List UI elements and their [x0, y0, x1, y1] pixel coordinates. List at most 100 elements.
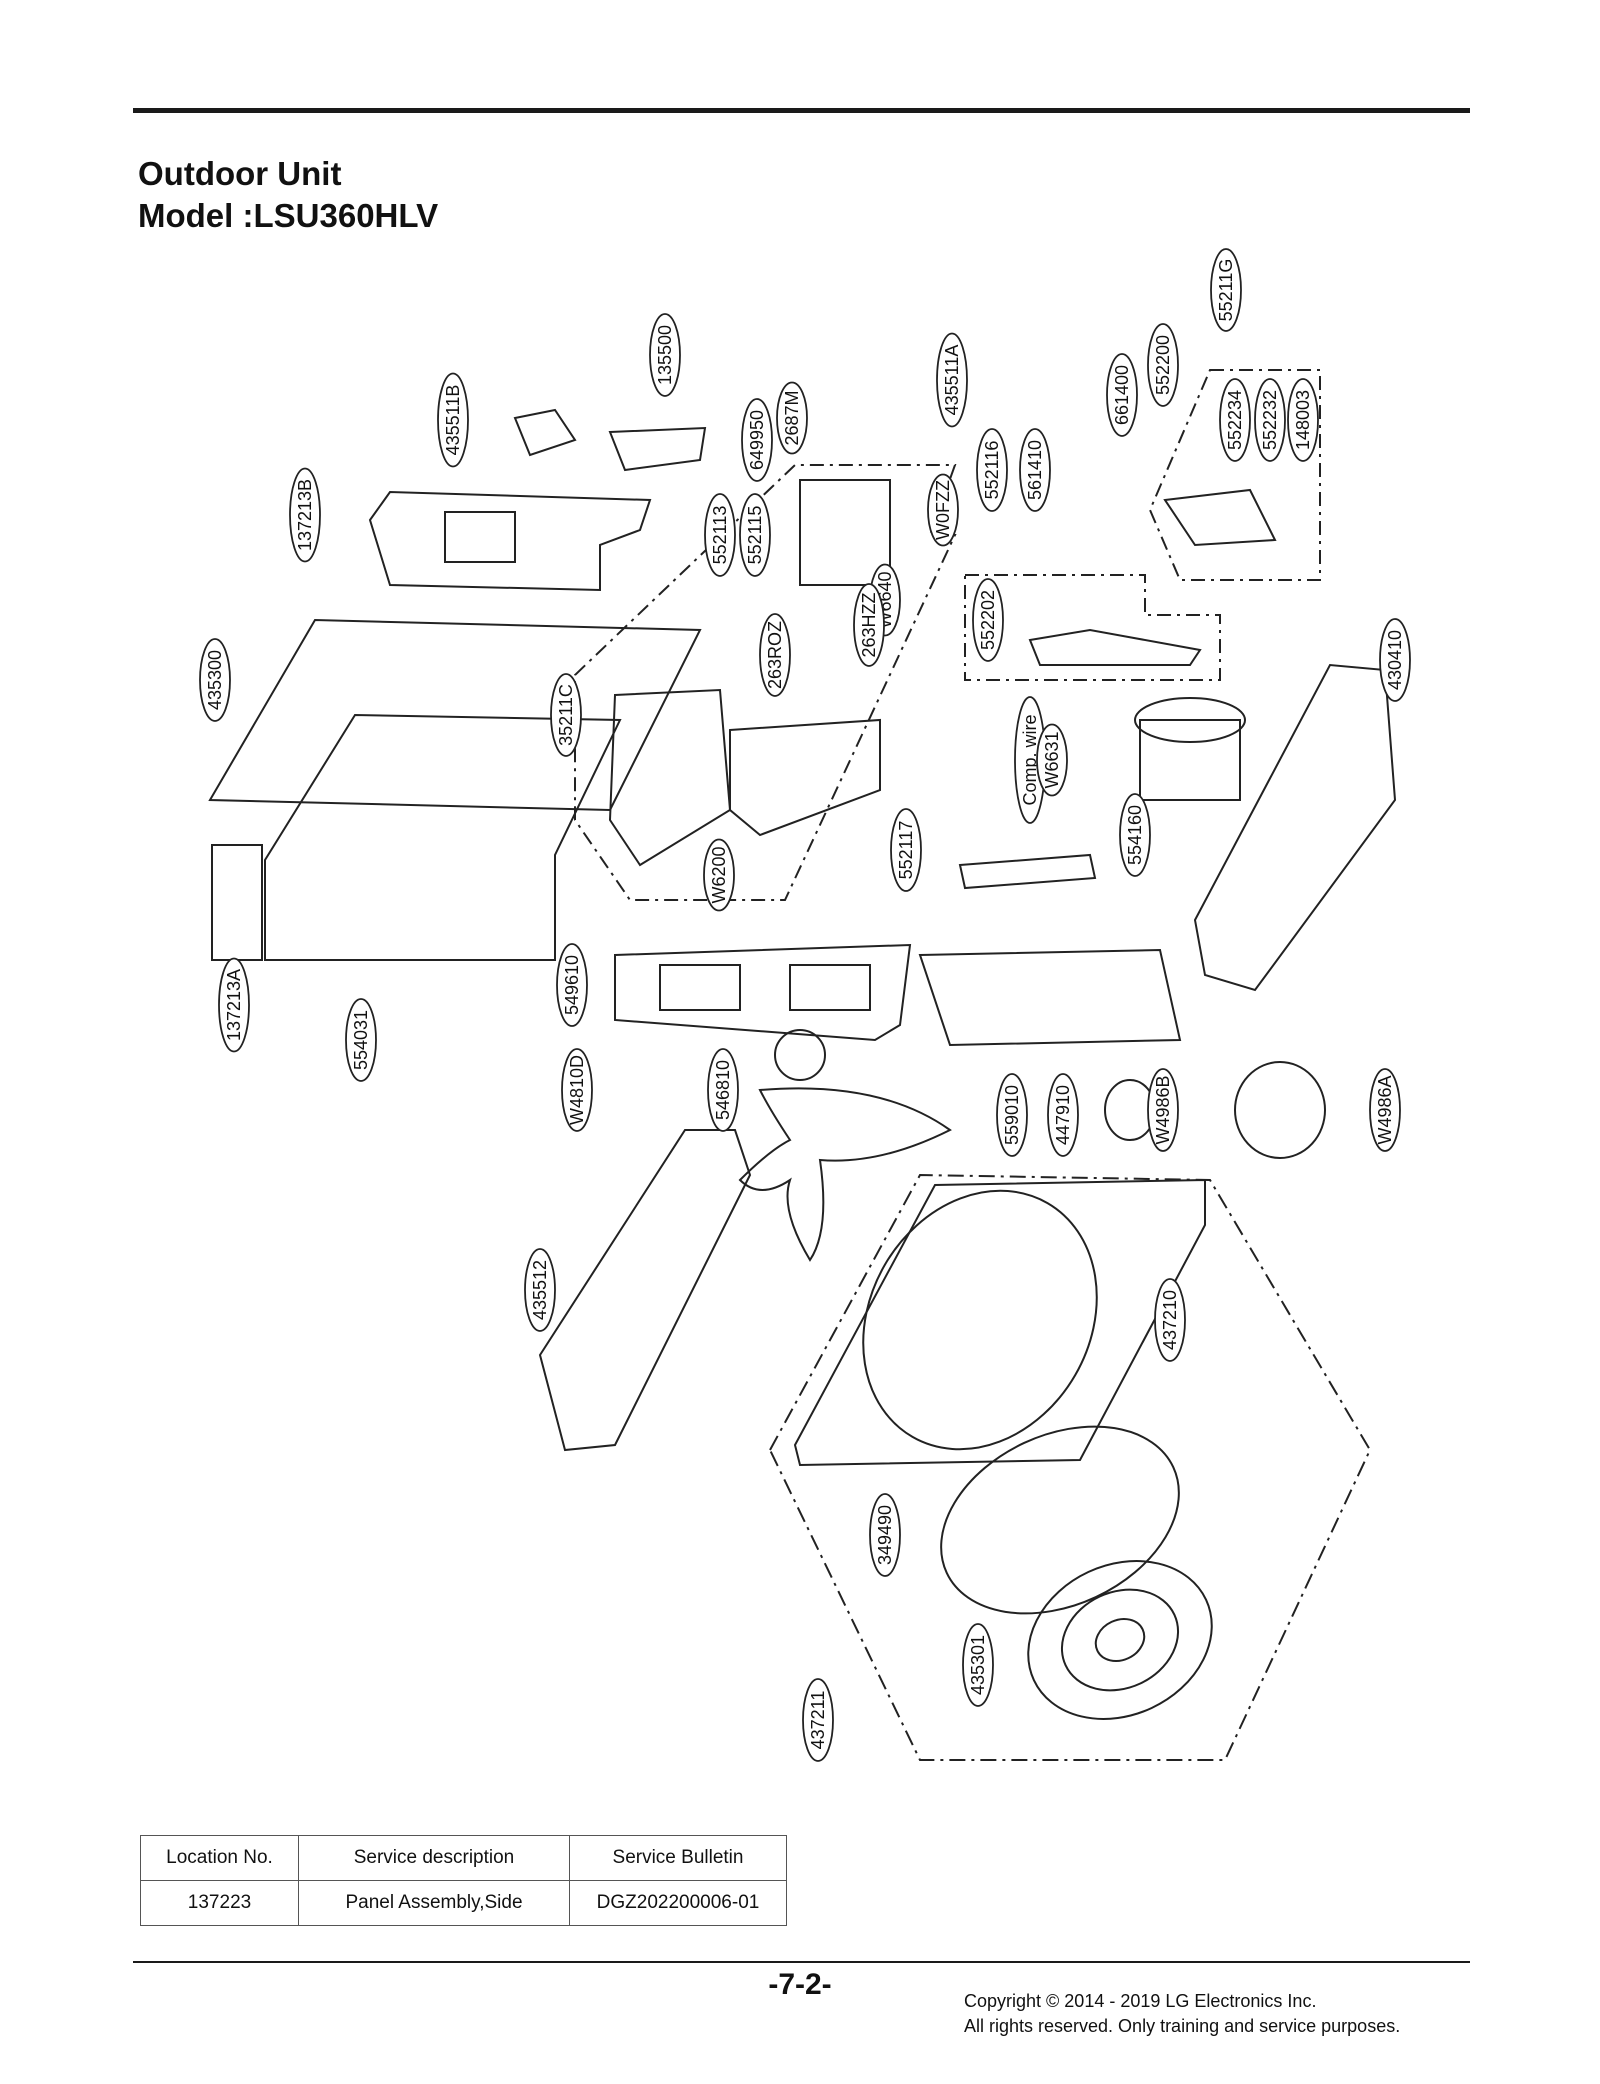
callout-label: 55211G [1216, 259, 1236, 322]
part-callout: 552117 [890, 808, 922, 892]
base-pan-shape [1193, 663, 1397, 992]
callout-oval [704, 493, 736, 577]
callout-oval [707, 1048, 739, 1132]
callout-oval [1036, 723, 1068, 797]
callout-oval [1379, 618, 1411, 702]
cell-location: 137223 [140, 1880, 299, 1926]
callout-oval [739, 493, 771, 577]
callout-oval [1210, 248, 1242, 332]
callout-label: 148003 [1293, 390, 1313, 450]
callout-oval [289, 467, 321, 563]
callout-label: 435301 [968, 1635, 988, 1695]
callout-label: Comp. wire [1020, 714, 1040, 805]
service-bulletin-table: Location No. Service description Service… [140, 1835, 787, 1926]
part-callout: 552116 [976, 428, 1008, 512]
callout-oval [437, 372, 469, 468]
copyright-line: Copyright © 2014 - 2019 LG Electronics I… [964, 1991, 1317, 2011]
callout-label: 552200 [1153, 335, 1173, 395]
fan-guard-inner [1060, 1588, 1180, 1692]
part-callout: 554031 [345, 998, 377, 1082]
part-callout: Comp. wire [1014, 696, 1046, 824]
callout-label: 263HZZ [859, 592, 879, 657]
part-callout: 552113 [704, 493, 736, 577]
callout-oval [556, 943, 588, 1027]
part-callout: 561410 [1019, 428, 1051, 512]
part-callout: 137213A [218, 957, 250, 1053]
callout-oval [550, 673, 582, 757]
part-callout: 55211G [1210, 248, 1242, 332]
callout-oval [1154, 1278, 1186, 1362]
part-callout: 546810 [707, 1048, 739, 1132]
callout-oval [1287, 378, 1319, 462]
rights-line: All rights reserved. Only training and s… [964, 2016, 1401, 2036]
callout-label: 561410 [1025, 440, 1045, 500]
header-description: Service description [298, 1835, 570, 1881]
callout-oval [1119, 793, 1151, 877]
callout-oval [853, 583, 885, 667]
table-row: 137223 Panel Assembly,Side DGZ202200006-… [140, 1880, 787, 1926]
bracket-135500-shape [608, 426, 707, 472]
callout-oval [741, 398, 773, 482]
motor-support-shape [614, 943, 912, 1042]
accumulator-shape [958, 853, 1097, 890]
drain-pan-shape [918, 948, 1182, 1047]
callout-oval [776, 381, 808, 455]
compressor-shell [1139, 719, 1241, 801]
callout-label: 549610 [562, 955, 582, 1015]
part-callout: 435511B [437, 372, 469, 468]
motor-support-window-b [789, 964, 871, 1011]
callout-label: 649950 [747, 410, 767, 470]
callout-label: 552113 [710, 506, 730, 565]
part-callout: 35211C [550, 673, 582, 757]
callout-label: 137213A [224, 969, 244, 1041]
part-callout: W4986A [1369, 1068, 1401, 1152]
pcb-board-shape [799, 479, 891, 586]
part-callout: 552202 [972, 578, 1004, 662]
callout-label: 435511B [443, 385, 463, 456]
callout-label: 552116 [982, 441, 1002, 500]
callout-oval [199, 638, 231, 722]
page-number: -7-2- [768, 1968, 832, 2001]
part-callout: 435511A [936, 332, 968, 428]
top-panel-window [444, 511, 516, 563]
cell-description: Panel Assembly,Side [298, 1880, 570, 1926]
callout-label: W6631 [1042, 731, 1062, 788]
heater-W4986A-body [1234, 1061, 1326, 1159]
callout-label: 552234 [1225, 390, 1245, 450]
callout-label: 447910 [1053, 1085, 1073, 1145]
part-callout: 2687M [776, 381, 808, 455]
callout-oval [996, 1073, 1028, 1157]
handle-bracket-shape [513, 408, 577, 457]
part-callout: 263HZZ [853, 583, 885, 667]
part-callout: W6200 [703, 838, 735, 912]
callout-oval [649, 313, 681, 397]
callout-label: 554160 [1125, 805, 1145, 865]
part-callout: 135500 [649, 313, 681, 397]
fan-guard-hub [1094, 1618, 1146, 1662]
top-rule [133, 108, 1470, 113]
reversing-valve-outline [1148, 369, 1321, 581]
side-panel-435512-shape [538, 1129, 752, 1452]
callout-oval [1219, 378, 1251, 462]
header-location: Location No. [140, 1835, 299, 1881]
callout-oval [1147, 323, 1179, 407]
propeller-fan-shape [738, 1087, 952, 1262]
callout-oval [759, 613, 791, 697]
part-callout: 437211 [802, 1678, 834, 1762]
compressor-body [1134, 697, 1246, 743]
part-callout: 430410 [1379, 618, 1411, 702]
callout-oval [345, 998, 377, 1082]
reversing-valve-shape [1163, 488, 1277, 547]
callout-label: 435512 [530, 1260, 550, 1320]
callout-oval [1147, 1068, 1179, 1152]
callout-label: 430410 [1385, 630, 1405, 690]
callout-label: 661400 [1112, 365, 1132, 425]
part-callout: 437210 [1154, 1278, 1186, 1362]
bottom-rule [133, 1961, 1470, 1963]
part-callout: 549610 [556, 943, 588, 1027]
callout-oval [802, 1678, 834, 1762]
title-line-unit: Outdoor Unit [138, 155, 342, 192]
front-assembly-outline [768, 1173, 1372, 1761]
callout-label: 35211C [556, 684, 576, 746]
